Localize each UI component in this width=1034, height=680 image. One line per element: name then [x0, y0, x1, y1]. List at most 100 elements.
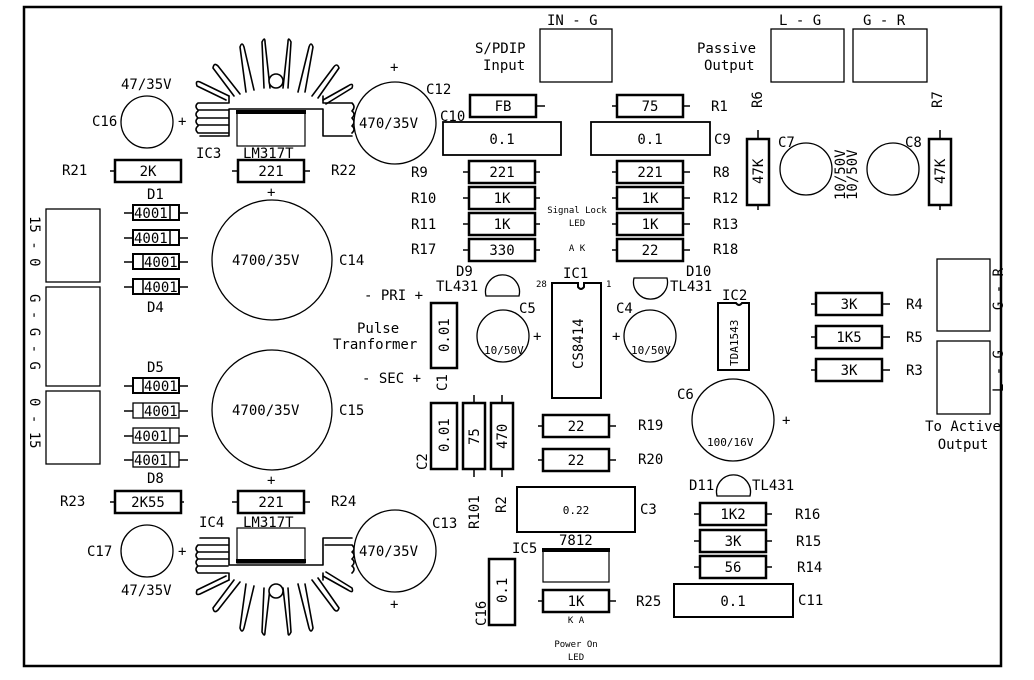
c6-plus: + [782, 413, 790, 429]
r6-value: 47K [751, 158, 767, 184]
r21-value: 2K [140, 164, 157, 180]
c14-ref: C14 [339, 253, 364, 269]
c4-value: 10/50V [631, 344, 671, 357]
r5-ref: R5 [906, 330, 923, 346]
r5-resistor [814, 324, 884, 350]
r24-ref: R24 [331, 494, 356, 510]
c12-value: 470/35V [359, 116, 419, 132]
passive-lg-pin-label: L - G [779, 13, 821, 29]
r22-ref: R22 [331, 163, 356, 179]
r20-ref: R20 [638, 452, 663, 468]
r19-resistor [541, 413, 611, 439]
diode-d1: 4001 [124, 204, 188, 222]
ic1-ref: IC1 [563, 266, 588, 282]
passive-gr-pin-label: G - R [863, 13, 906, 29]
c3-ref: C3 [640, 502, 657, 518]
r6-ref: R6 [750, 91, 766, 108]
r101-ref: R101 [467, 495, 483, 529]
transformer-caption-1: Pulse [357, 321, 399, 337]
r8-resistor [615, 159, 685, 185]
transformer-pri: - PRI + [364, 288, 423, 304]
r11-value: 1K [494, 217, 511, 233]
fb-value: FB [495, 99, 512, 115]
r9-value: 221 [489, 165, 514, 181]
spdif-input-connector [539, 28, 613, 83]
r1-value: 75 [642, 99, 659, 115]
r9-resistor [467, 159, 537, 185]
d4-ref: D4 [147, 300, 164, 316]
heatsink-ic4 [195, 537, 355, 636]
c7-ref: C7 [778, 135, 795, 151]
r21-ref: R21 [62, 163, 87, 179]
d10-tl431 [632, 277, 669, 300]
c5-plus: + [533, 329, 541, 345]
r11-ref: R11 [411, 217, 436, 233]
svg-text:4001: 4001 [134, 429, 168, 445]
ic1-part: CS8414 [571, 318, 587, 369]
r2-ref: R2 [494, 496, 510, 513]
r14-ref: R14 [797, 560, 822, 576]
r20-resistor [541, 447, 611, 473]
r10-value: 1K [494, 191, 511, 207]
r12-value: 1K [642, 191, 659, 207]
active-output-lg-connector [936, 340, 991, 415]
c16-capacitor [120, 95, 174, 149]
c10-ref: C10 [440, 109, 465, 125]
c6-capacitor [691, 378, 775, 462]
c5-value: 10/50V [484, 344, 524, 357]
c5-capacitor [476, 309, 530, 363]
svg-text:4001: 4001 [134, 231, 168, 247]
r25-value: 1K [568, 594, 585, 610]
r17-resistor [467, 237, 537, 263]
c14-capacitor [211, 199, 333, 321]
signal-lock-label-1: Signal Lock [547, 206, 607, 216]
r11-resistor [467, 211, 537, 237]
d9-part: TL431 [436, 279, 478, 295]
r2-resistor [489, 401, 515, 471]
r24-resistor [236, 489, 306, 515]
active-output-gr-connector [936, 258, 991, 332]
c9-capacitor [590, 121, 711, 156]
c15-value: 4700/35V [232, 403, 300, 419]
ic3-part: LM317T [243, 146, 294, 162]
d10-ref: D10 [686, 264, 711, 280]
diode-d2: 4001 [124, 229, 188, 247]
c11-capacitor [673, 583, 794, 618]
c9-ref: C9 [714, 132, 731, 148]
ic4-ref: IC4 [199, 515, 224, 531]
r18-resistor [615, 237, 685, 263]
d11-part: TL431 [752, 478, 794, 494]
r17-value: 330 [489, 243, 514, 259]
r20-value: 22 [568, 453, 585, 469]
active-caption-1: To Active [925, 419, 1001, 435]
r15-value: 3K [725, 534, 742, 550]
r5-value: 1K5 [836, 330, 861, 346]
transformer-sec: - SEC + [362, 371, 421, 387]
r10-ref: R10 [411, 191, 436, 207]
diode-d3: 4001 [124, 253, 188, 271]
c10-capacitor [442, 121, 562, 156]
d11-tl431 [715, 474, 752, 497]
c8-ref: C8 [905, 135, 922, 151]
r8-value: 221 [637, 165, 662, 181]
passive-output-lg-connector [770, 28, 845, 83]
ic1-pin-28: 28 [536, 280, 547, 290]
r4-resistor [814, 291, 884, 317]
r23-value: 2K55 [131, 495, 165, 511]
r16-value: 1K2 [720, 507, 745, 523]
power-led-pins: K A [568, 616, 585, 626]
ic3-ref: IC3 [196, 146, 221, 162]
r9-ref: R9 [411, 165, 428, 181]
d10-part: TL431 [670, 279, 712, 295]
c12-ref: C12 [426, 82, 451, 98]
c5-ref: C5 [519, 301, 536, 317]
r6-resistor [745, 137, 771, 207]
heatsink-ic3 [195, 38, 355, 137]
r7-value: 47K [933, 158, 949, 184]
svg-text:4001: 4001 [134, 453, 168, 469]
c2-capacitor [429, 401, 459, 471]
ferrite-bead [468, 93, 538, 119]
r3-value: 3K [841, 363, 858, 379]
r23-resistor [113, 489, 183, 515]
ic5-part: 7812 [559, 533, 593, 549]
